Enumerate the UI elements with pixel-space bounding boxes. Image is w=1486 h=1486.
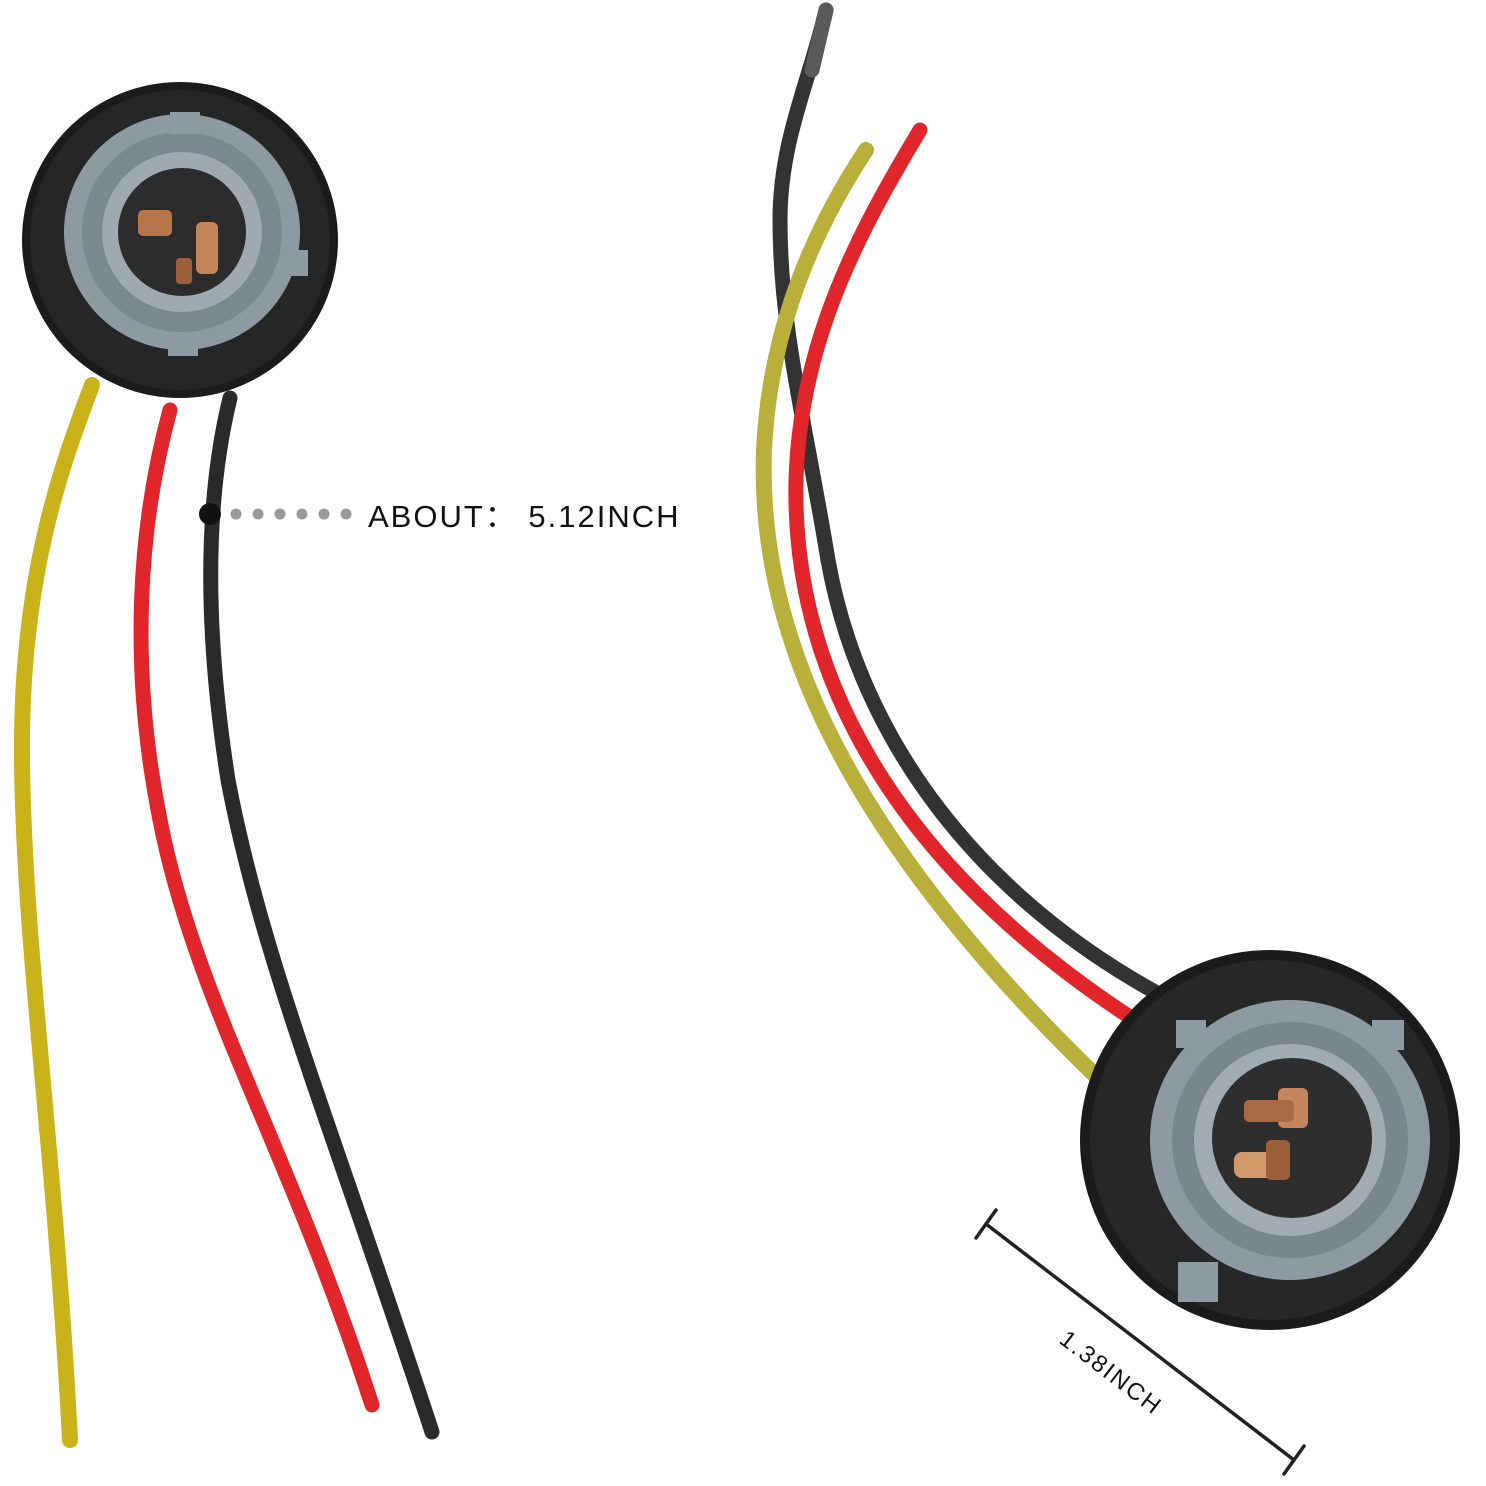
right-wires bbox=[755, 2, 1178, 1088]
diameter-annotation bbox=[974, 1208, 1306, 1476]
right-red-wire bbox=[788, 122, 1158, 1038]
left-wires bbox=[13, 377, 440, 1448]
left-socket bbox=[22, 82, 338, 398]
right-gray-black-wire bbox=[772, 2, 1178, 1008]
left-socket-contacts bbox=[138, 210, 218, 284]
right-socket bbox=[1080, 950, 1460, 1330]
diameter-line bbox=[984, 1222, 1296, 1462]
left-socket-assembly bbox=[13, 82, 440, 1448]
length-annotation: ABOUT： 5.12INCH bbox=[199, 499, 681, 534]
length-anchor-dot bbox=[199, 503, 221, 525]
diameter-end-cap-top bbox=[974, 1208, 998, 1240]
length-dotted-leader bbox=[230, 508, 352, 520]
left-red-wire bbox=[133, 402, 380, 1413]
diameter-end-cap-bottom bbox=[1282, 1444, 1306, 1476]
length-label: ABOUT： 5.12INCH bbox=[368, 499, 681, 534]
left-yellow-wire bbox=[13, 377, 100, 1448]
diameter-label: 1.38INCH bbox=[1054, 1325, 1167, 1420]
right-socket-contacts bbox=[1234, 1088, 1308, 1180]
right-socket-assembly bbox=[755, 2, 1460, 1330]
right-yellow-wire bbox=[755, 142, 1108, 1088]
